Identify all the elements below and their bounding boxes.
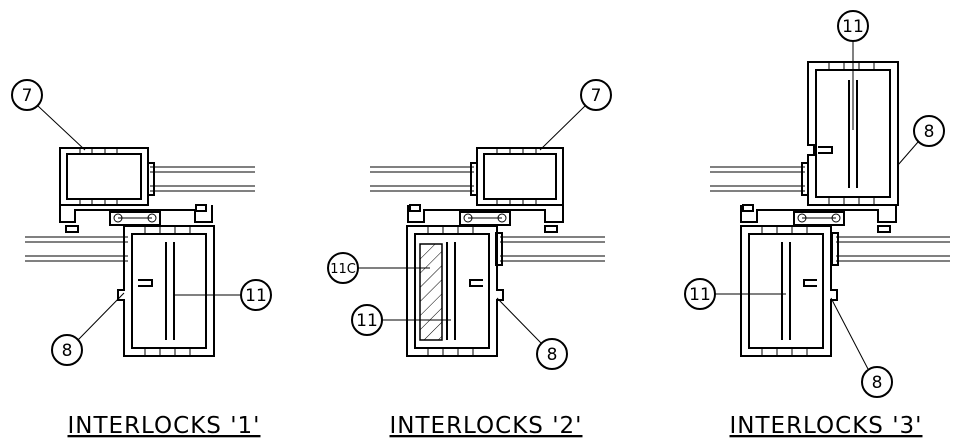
callout-11: 11 (175, 279, 272, 311)
callout-8-right: 8 (897, 115, 945, 166)
caption-interlocks-3: INTERLOCKS '3' (730, 413, 923, 439)
callout-11-top: 11 (837, 10, 869, 130)
mullion-profile-lower (740, 225, 838, 357)
svg-text:11: 11 (356, 311, 378, 331)
callout-8-bottom: 8 (830, 297, 893, 398)
mullion-profile-upper (740, 61, 899, 223)
svg-text:11: 11 (689, 285, 711, 305)
svg-text:8: 8 (924, 122, 935, 142)
interlock-connector (65, 204, 207, 233)
glazing-panel-right (147, 162, 255, 196)
svg-text:8: 8 (62, 341, 73, 361)
frame-profile-7 (59, 147, 213, 223)
caption-interlocks-2: INTERLOCKS '2' (390, 413, 583, 439)
callout-7: 7 (11, 79, 86, 151)
svg-text:8: 8 (872, 373, 883, 393)
caption-interlocks-1: INTERLOCKS '1' (68, 413, 261, 439)
mullion-profile-8 (406, 225, 504, 357)
glazing-panel-left (25, 236, 128, 262)
svg-text:11: 11 (842, 17, 864, 37)
frame-profile-7 (407, 147, 564, 223)
callout-8: 8 (496, 297, 568, 370)
detail-interlocks-1: 7 8 11 INTERLOCKS '1' (11, 79, 272, 439)
detail-interlocks-3: 11 8 11 8 INTERLOCKS '3' (684, 10, 950, 439)
callout-11c: 11C (327, 252, 430, 284)
glazing-panel-left (710, 162, 809, 196)
callout-11-left: 11 (684, 278, 786, 310)
svg-text:11C: 11C (330, 262, 356, 277)
glazing-panel-left (370, 162, 478, 196)
mullion-profile-8 (117, 225, 215, 357)
callout-11: 11 (351, 304, 451, 336)
svg-text:7: 7 (591, 86, 602, 106)
glazing-panel-right (495, 232, 605, 266)
glazing-panel-right (831, 232, 950, 266)
callout-7: 7 (539, 79, 612, 151)
callout-8: 8 (51, 292, 125, 366)
svg-text:8: 8 (547, 345, 558, 365)
detail-interlocks-2: 11C 11 7 8 INTERLOCKS '2' (327, 79, 612, 439)
svg-text:11: 11 (245, 286, 267, 306)
svg-text:7: 7 (22, 86, 33, 106)
